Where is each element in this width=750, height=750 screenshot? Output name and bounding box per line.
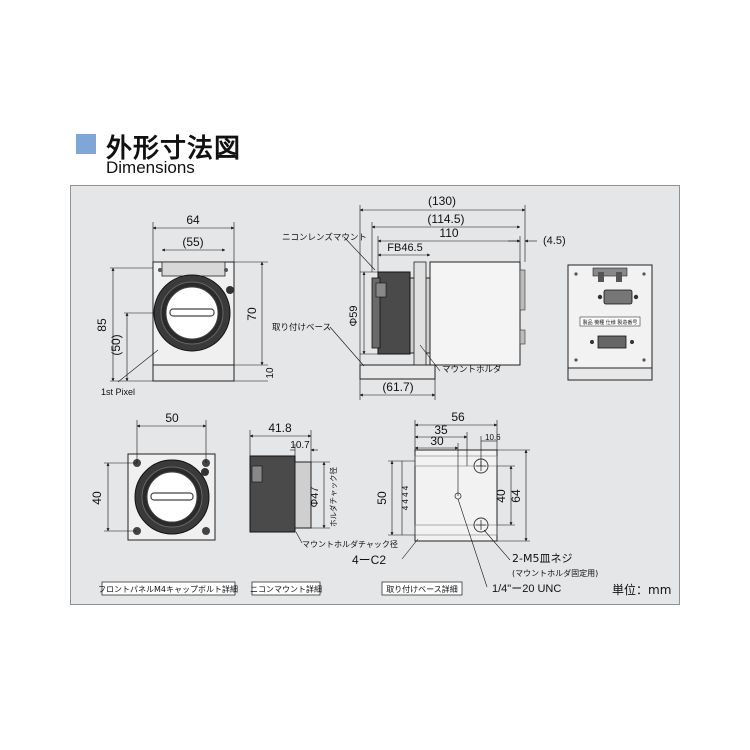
page-title: 外形寸法図	[106, 134, 242, 164]
side-flange-back-label: FB46.5	[387, 242, 422, 254]
side-lens-mount-label: ニコンレンズマウント	[282, 232, 367, 243]
side-body-length-label: 110	[439, 226, 458, 240]
base-screw-note-label: (マウントホルダ固定用)	[512, 568, 598, 578]
base-w35-label: 35	[434, 423, 448, 437]
side-lens-dia-label: Φ59	[348, 305, 360, 326]
base-w30-label: 30	[430, 434, 444, 448]
base-detail-caption: 取り付けベース詳細	[386, 584, 458, 594]
nikon-dia-47-label: Φ47	[309, 486, 321, 507]
rear-body	[567, 264, 653, 369]
front-mount-release	[226, 286, 234, 294]
front-top-plate	[161, 261, 226, 277]
front-height-total-label: 85	[95, 318, 109, 332]
fp-pitch-v-label: 40	[90, 491, 104, 505]
front-width-label: 64	[186, 213, 200, 227]
side-view: (130) (114.5) 110 (4.5) FB46.5 Φ59 (61.7…	[272, 194, 566, 400]
front-width-inner-label: (55)	[182, 235, 203, 249]
base-h64-label: 64	[509, 489, 523, 503]
base-h40-label: 40	[494, 489, 508, 503]
nikon-detail-caption: ニコンマウント詳細	[250, 584, 322, 594]
rear-label-plate-text: 製品 機種 仕様 製造番号	[583, 319, 638, 326]
side-1145-label: (114.5)	[427, 212, 464, 226]
base-detail-plate	[414, 449, 498, 542]
base-screw-label: 2-M5皿ネジ	[512, 552, 572, 565]
front-height-center-label: (50)	[109, 334, 123, 355]
rear-label-plate	[579, 316, 641, 327]
first-pixel-label: 1st Pixel	[101, 387, 135, 397]
base-detail: 56 35 30 10.6 50 4 4 4 4 40 64 4ーC2 2-M5…	[352, 410, 598, 596]
nikon-mount-detail: 41.8 10.7 Φ47 ホルダチャック径 マウントホルダチャック径 ニコンマ…	[249, 421, 398, 596]
front-base	[152, 364, 235, 382]
base-w56-label: 56	[451, 410, 465, 424]
header-accent-square	[76, 134, 96, 154]
side-body	[429, 261, 521, 366]
base-tripod-label: 1/4"ー20 UNC	[492, 583, 561, 595]
base-stack-label: 4 4 4 4	[401, 485, 410, 510]
rear-base	[567, 367, 653, 381]
nikon-len-418-label: 41.8	[268, 421, 292, 435]
front-height-body-label: 70	[245, 307, 259, 321]
front-panel-detail: 50 40 フロントパネルM4キャップボルト詳細	[90, 411, 238, 596]
base-h50-label: 50	[375, 491, 389, 505]
nikon-vertical-label: ホルダチャック径	[328, 467, 338, 527]
fp-detail-caption: フロントパネルM4キャップボルト詳細	[98, 584, 238, 594]
base-w106-label: 10.6	[485, 433, 501, 442]
nikon-len-107-label: 10.7	[290, 440, 310, 451]
page-subtitle: Dimensions	[106, 158, 195, 177]
side-total-length-label: (130)	[428, 194, 456, 208]
side-base-label: 取り付けベース	[272, 322, 331, 333]
side-offset-label: (4.5)	[543, 235, 566, 247]
fp-pitch-h-label: 50	[165, 411, 179, 425]
base-chamfer-label: 4ーC2	[352, 553, 386, 567]
rear-dsub-connector	[603, 289, 633, 305]
front-mount-slot	[169, 308, 215, 317]
side-base-length-label: (61.7)	[382, 380, 413, 394]
nikon-holder-label: マウントホルダチャック径	[302, 539, 398, 549]
front-base-height-label: 10	[265, 367, 276, 379]
front-view: 64 (55) 85 (50) 70 10 1st Pixel	[95, 213, 276, 397]
unit-label: 単位：mm	[612, 582, 671, 597]
side-holder-label: マウントホルダ	[442, 364, 502, 375]
side-base	[359, 364, 436, 380]
rear-view: 製品 機種 仕様 製造番号	[567, 264, 653, 381]
rear-camera-link-connector	[597, 335, 627, 349]
